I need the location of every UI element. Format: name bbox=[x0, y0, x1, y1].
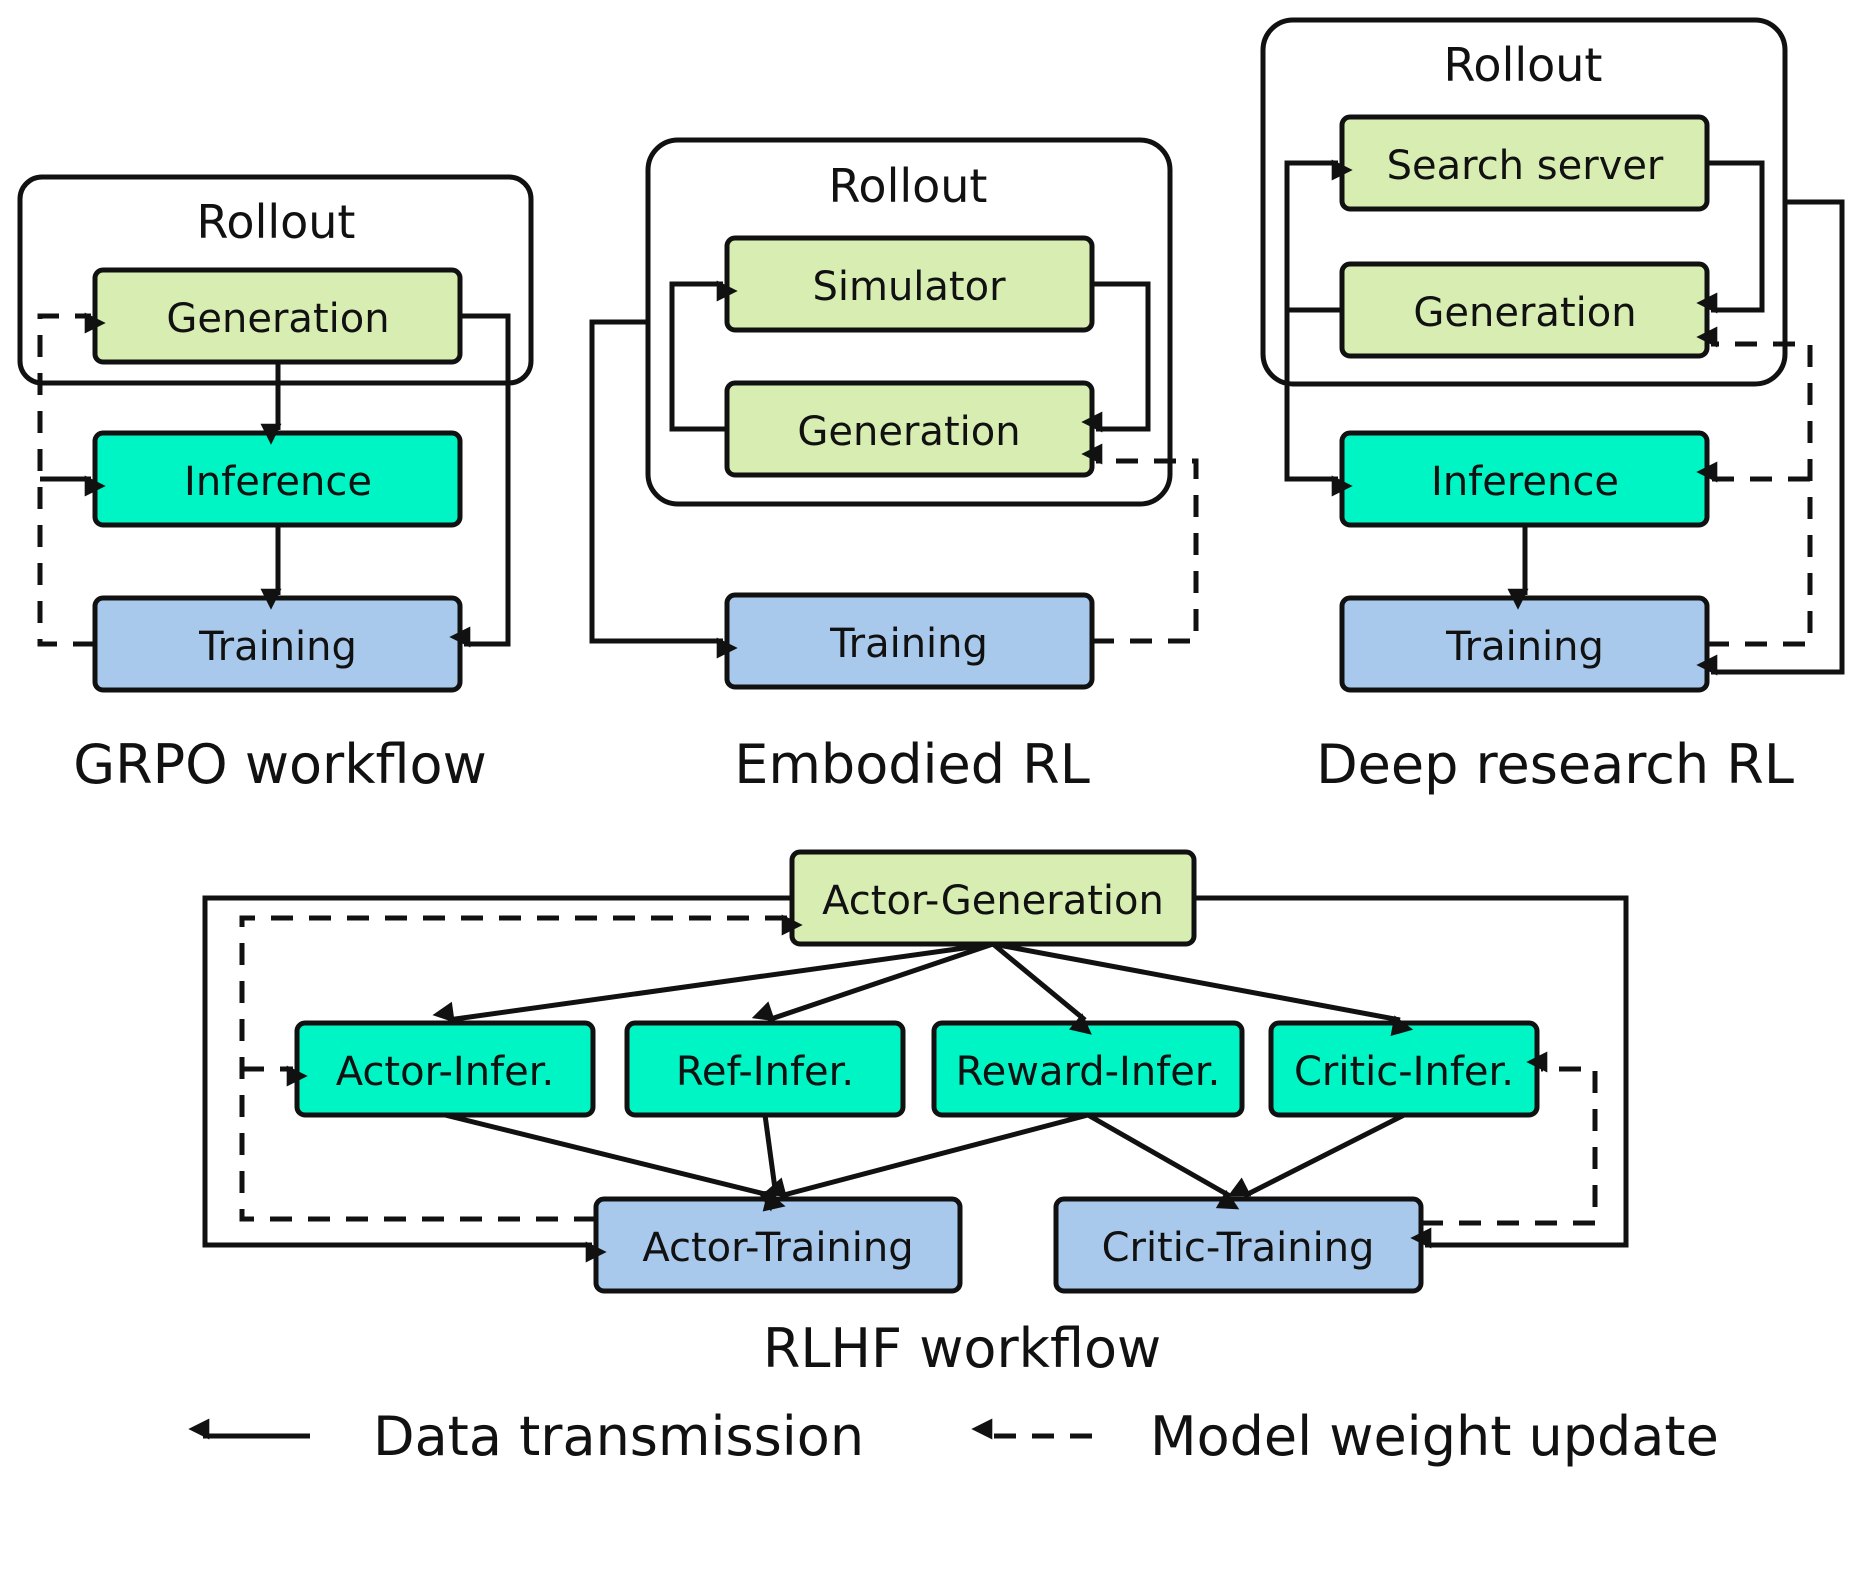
grpo-rollout-label: Rollout bbox=[197, 195, 356, 249]
grpo-training-label: Training bbox=[198, 624, 357, 670]
rlhf-actor-generation-label: Actor-Generation bbox=[822, 878, 1164, 924]
grpo-caption: GRPO workflow bbox=[73, 733, 487, 796]
deep-research-rollout-label: Rollout bbox=[1444, 38, 1603, 92]
rlhf-edge-generation-to-actor-infer bbox=[432, 941, 994, 1023]
embodied-panel: Rollout Simulator Generation Training Em… bbox=[589, 137, 1199, 796]
embodied-edge-simulator-to-generation bbox=[1081, 281, 1151, 433]
rlhf-edge-reward-infer-to-critic-training bbox=[1086, 1112, 1240, 1210]
rlhf-caption: RLHF workflow bbox=[763, 1317, 1161, 1380]
rlhf-edge-ref-infer-to-actor-training bbox=[757, 1114, 779, 1212]
deep-research-panel: Rollout Search server Generation Inferen… bbox=[1260, 17, 1845, 796]
embodied-edge-rollout-to-training bbox=[589, 319, 738, 659]
grpo-panel: Rollout Generation Inference Training GR… bbox=[17, 174, 534, 796]
embodied-edge-generation-to-simulator bbox=[669, 280, 738, 432]
deep-research-edge-generation-to-search bbox=[1284, 159, 1353, 479]
embodied-caption: Embodied RL bbox=[734, 733, 1090, 796]
rlhf-edge-generation-to-ref-infer bbox=[751, 941, 994, 1023]
embodied-training-label: Training bbox=[829, 621, 988, 667]
grpo-edge-generation-to-training bbox=[449, 313, 511, 648]
rlhf-panel: Actor-Generation Actor-Infer. Ref-Infer.… bbox=[202, 849, 1629, 1380]
grpo-inference-label: Inference bbox=[184, 459, 372, 505]
rlhf-ref-infer-label: Ref-Infer. bbox=[676, 1049, 854, 1095]
rlhf-edge-generation-to-actor-training bbox=[202, 895, 792, 1263]
rlhf-edge-actor-infer-to-actor-training bbox=[444, 1112, 786, 1212]
legend: Data transmission Model weight update bbox=[188, 1405, 1719, 1468]
embodied-weight-update-to-generation bbox=[1081, 443, 1199, 644]
deep-research-training-label: Training bbox=[1445, 624, 1604, 670]
embodied-rollout-label: Rollout bbox=[829, 159, 988, 213]
embodied-simulator-label: Simulator bbox=[812, 264, 1006, 310]
rlhf-actor-training-label: Actor-Training bbox=[642, 1225, 913, 1271]
embodied-generation-label: Generation bbox=[797, 409, 1020, 455]
deep-research-weight-update-to-generation bbox=[1696, 326, 1813, 647]
legend-data-transmission-label: Data transmission bbox=[373, 1405, 864, 1468]
rlhf-weight-update-to-critic-infer bbox=[1421, 1051, 1598, 1226]
deep-research-edge-search-to-generation bbox=[1696, 160, 1765, 314]
grpo-generation-label: Generation bbox=[166, 296, 389, 342]
rlhf-edge-generation-to-critic-training bbox=[1194, 895, 1629, 1249]
deep-research-search-server-label: Search server bbox=[1387, 143, 1664, 189]
rlhf-edge-generation-to-critic-infer bbox=[992, 941, 1414, 1037]
legend-model-weight-update-label: Model weight update bbox=[1150, 1405, 1719, 1468]
rlhf-reward-infer-label: Reward-Infer. bbox=[956, 1049, 1221, 1095]
deep-research-inference-label: Inference bbox=[1431, 459, 1619, 505]
deep-research-generation-label: Generation bbox=[1413, 290, 1636, 336]
deep-research-caption: Deep research RL bbox=[1316, 733, 1794, 796]
rlhf-edge-critic-infer-to-critic-training bbox=[1227, 1112, 1406, 1199]
rlhf-edge-reward-infer-to-actor-training bbox=[764, 1112, 1089, 1199]
rlhf-critic-training-label: Critic-Training bbox=[1102, 1225, 1375, 1271]
deep-research-edge-rollout-to-training bbox=[1696, 199, 1845, 676]
rlhf-edge-generation-to-reward-infer bbox=[991, 942, 1092, 1035]
rlhf-actor-infer-label: Actor-Infer. bbox=[336, 1049, 554, 1095]
rlhf-critic-infer-label: Critic-Infer. bbox=[1294, 1049, 1514, 1095]
deep-research-edge-generation-to-inference bbox=[1284, 307, 1353, 497]
